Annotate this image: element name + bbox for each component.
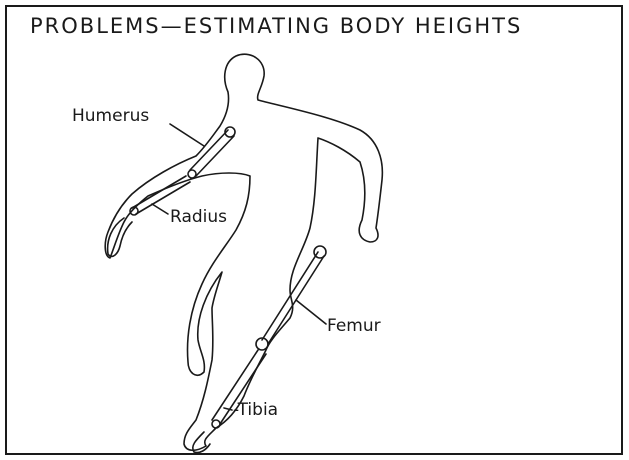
- femur-bone: [262, 252, 324, 344]
- figure-border: [6, 6, 622, 454]
- page-title: PROBLEMS—ESTIMATING BODY HEIGHTS: [30, 14, 610, 38]
- femur-leader: [296, 300, 326, 324]
- label-radius: Radius: [170, 207, 227, 227]
- humerus-leader: [170, 124, 204, 146]
- ankle-joint: [212, 420, 220, 428]
- label-femur: Femur: [327, 316, 381, 336]
- femur-head: [314, 246, 326, 258]
- humerus-end: [188, 170, 196, 178]
- label-tibia: -Tibia: [233, 400, 278, 420]
- radius-leader: [152, 204, 168, 214]
- label-humerus: Humerus: [72, 106, 149, 126]
